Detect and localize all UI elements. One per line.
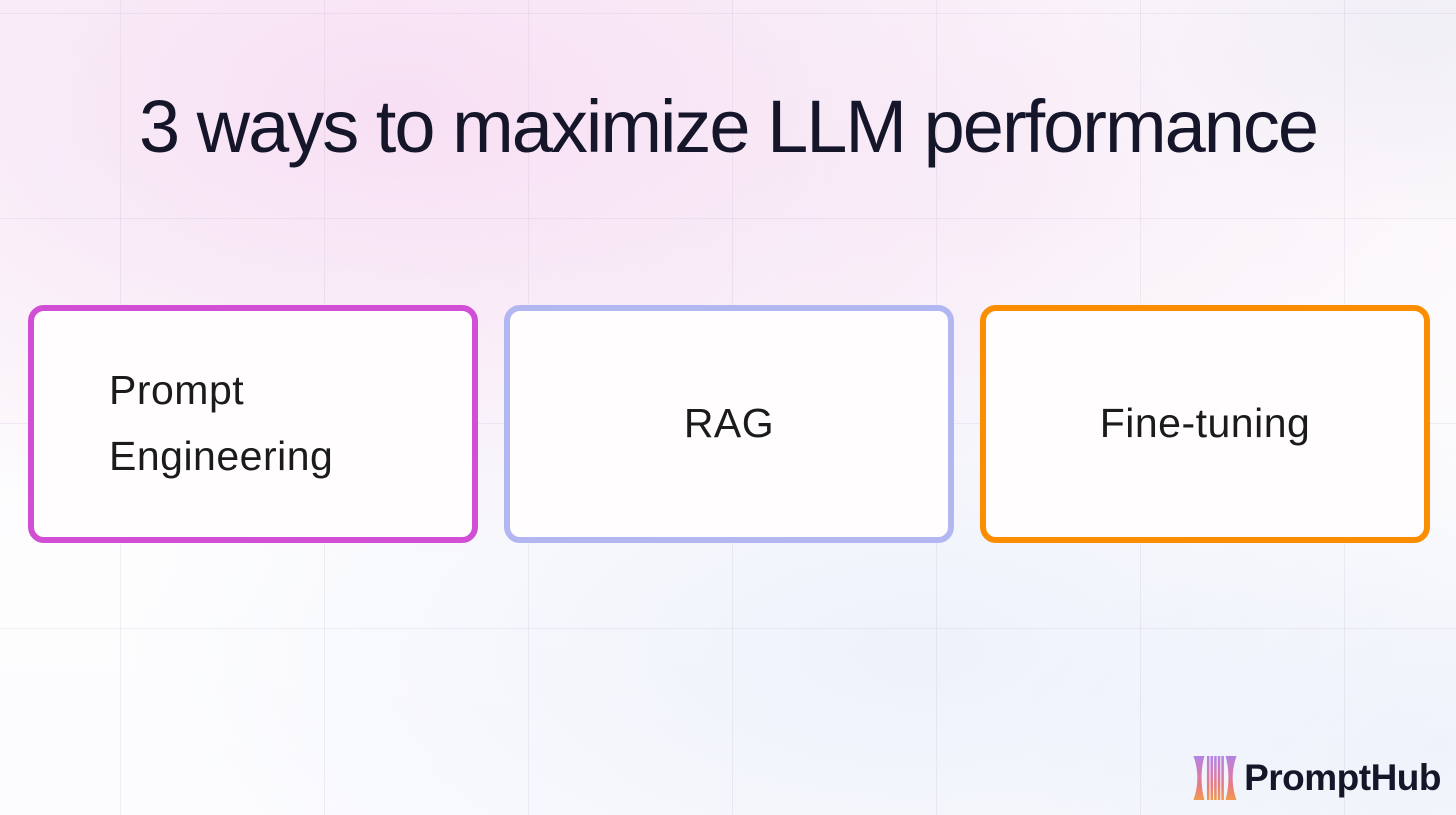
- card-fine-tuning: Fine-tuning: [980, 305, 1430, 543]
- card-rag: RAG: [504, 305, 954, 543]
- cards-row: Prompt Engineering RAG Fine-tuning: [28, 305, 1430, 543]
- prompthub-wordmark: PromptHub: [1244, 757, 1441, 798]
- card-label-fine-tuning: Fine-tuning: [1099, 400, 1311, 447]
- card-prompt-engineering: Prompt Engineering: [28, 305, 478, 543]
- prompthub-stripes-icon: [1193, 756, 1237, 800]
- prompthub-logo: PromptHub: [1193, 755, 1441, 801]
- card-label-prompt-engineering: Prompt Engineering: [109, 367, 334, 479]
- card-label-rag: RAG: [683, 400, 775, 447]
- slide-title: 3 ways to maximize LLM performance: [138, 85, 1319, 168]
